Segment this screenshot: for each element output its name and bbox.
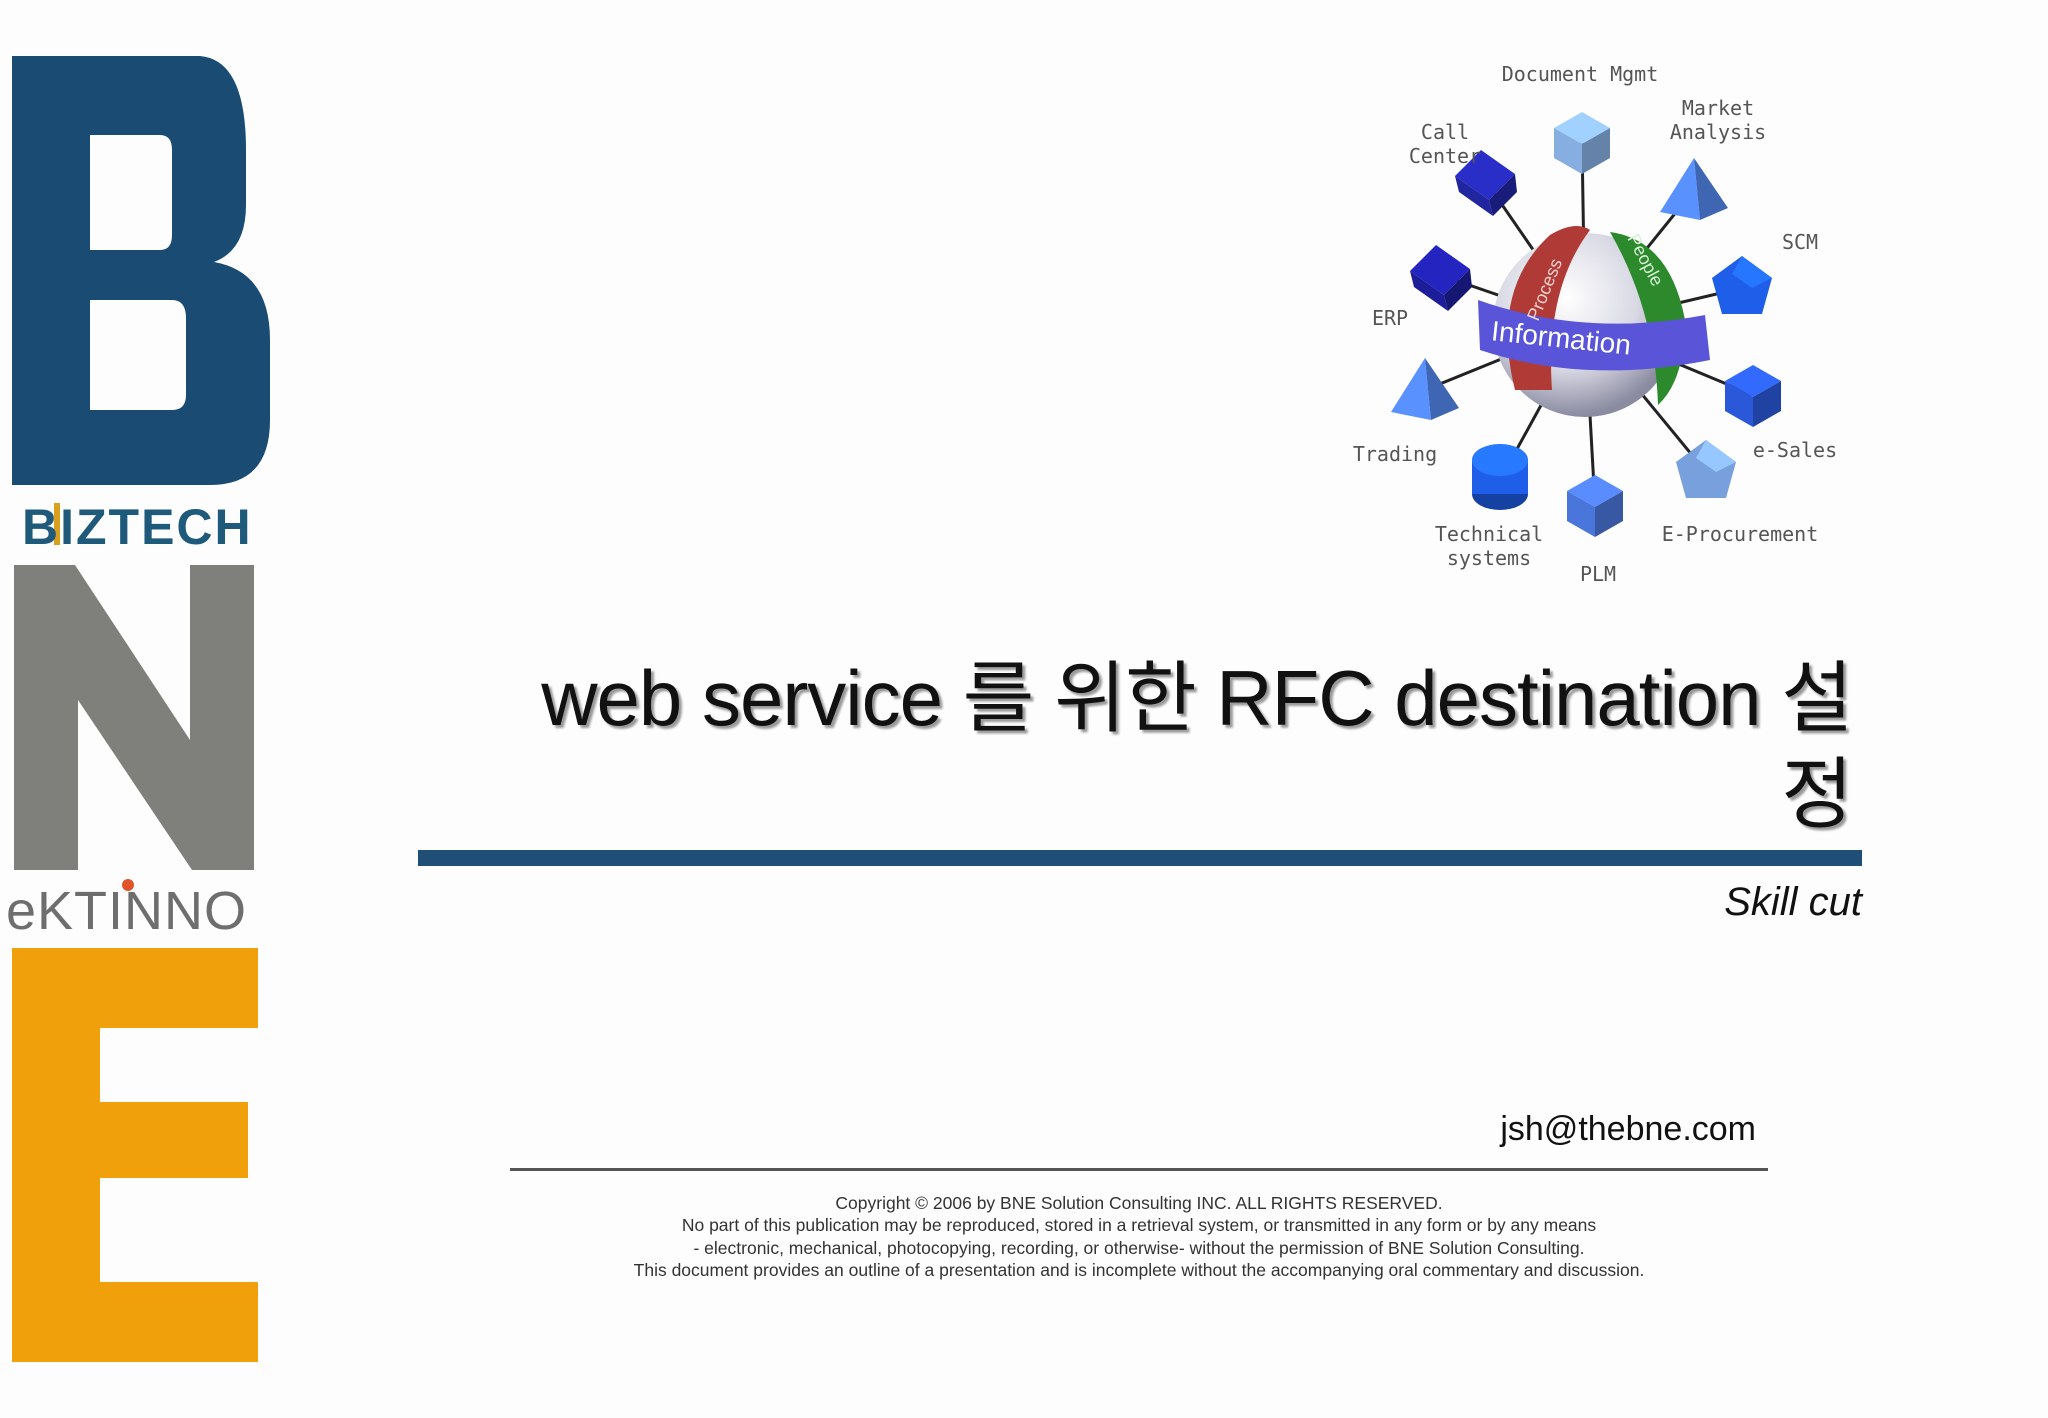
hub-ring-information [1478,300,1710,371]
title-divider [418,850,1862,866]
copyright-footer: Copyright © 2006 by BNE Solution Consult… [510,1192,1768,1282]
footer-line: This document provides an outline of a p… [633,1260,1645,1281]
footer-line: - electronic, mechanical, photocopying, … [693,1237,1585,1258]
diagram-label-call-center: Call Center [1408,120,1482,168]
logo-letter-e [12,948,258,1362]
diagram-node-erp [1410,245,1472,311]
subtitle: Skill cut [1724,880,1862,924]
hub-graphic: Process People Information [1391,112,1781,537]
diagram-label-e-procurement: E-Procurement [1661,522,1819,546]
logo-letter-b [12,56,270,485]
biztech-wordmark: BIZTECH [22,499,253,555]
footer-line: No part of this publication may be repro… [681,1215,1597,1236]
diagram-node-e-procurement [1676,440,1736,498]
title-line-1: web service 를 위한 RFC destination 설 [541,654,1853,742]
diagram-label-document-mgmt: Document Mgmt [1501,62,1659,86]
diagram-label-technical-systems: Technical systems [1434,522,1544,570]
bne-brand-logo: BIZTECH eKTINNO [0,0,300,1418]
diagram-node-technical-systems [1472,444,1528,510]
diagram-label-plm: PLM [1579,562,1617,586]
information-hub-diagram: Process People Information Document Mgmt… [1340,60,1860,600]
page-title: web service 를 위한 RFC destination 설 정 [440,650,1853,842]
diagram-node-trading [1391,358,1459,420]
diagram-label-scm: SCM [1781,230,1819,254]
title-line-2: 정 [1781,750,1853,838]
diagram-node-e-sales [1725,365,1781,427]
diagram-label-trading: Trading [1352,442,1438,466]
footer-line: Copyright © 2006 by BNE Solution Consult… [835,1193,1443,1213]
diagram-label-erp: ERP [1371,306,1409,330]
contact-email[interactable]: jsh@thebne.com [1500,1110,1756,1148]
diagram-node-market-analysis [1660,158,1728,220]
footer-divider [510,1168,1768,1171]
ektinno-wordmark: eKTINNO [6,881,248,941]
logo-letter-n [14,565,254,870]
diagram-node-call-center [1455,150,1517,216]
diagram-node-plm [1567,475,1623,537]
diagram-label-market-analysis: Market Analysis [1669,96,1767,144]
diagram-node-document-mgmt [1554,112,1610,174]
diagram-label-e-sales: e-Sales [1752,438,1838,462]
diagram-node-scm [1712,256,1772,314]
bne-logo-graphic [12,56,270,1362]
